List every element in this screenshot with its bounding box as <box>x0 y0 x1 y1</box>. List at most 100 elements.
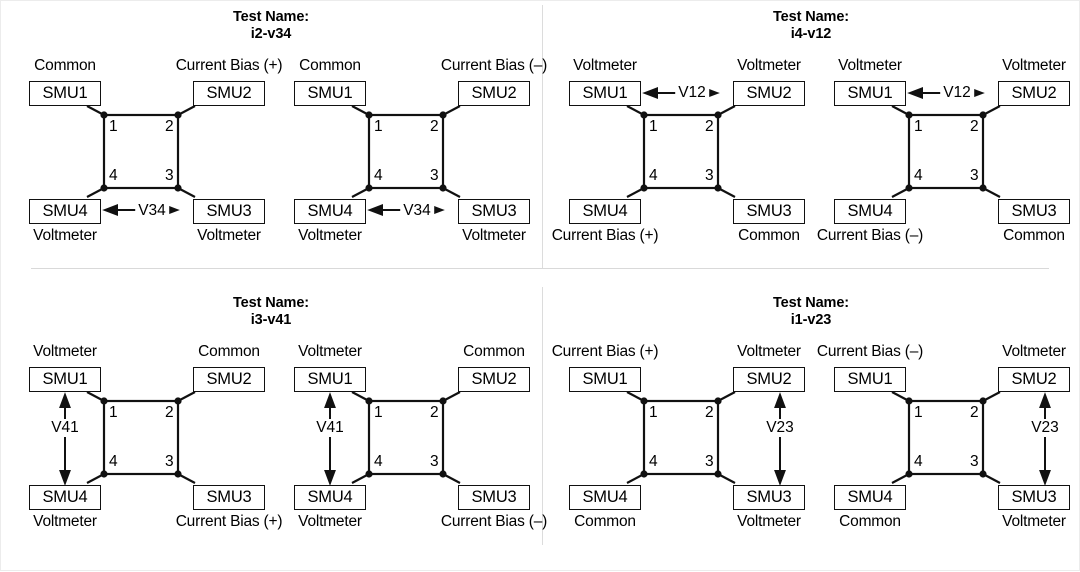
diagram-i4-v12-pos: Voltmeter Voltmeter Current Bias (+) Com… <box>552 47 817 257</box>
panel-title-prefix: Test Name: <box>232 9 310 25</box>
smu-box-3: SMU3 <box>733 485 805 510</box>
panel-title-testname: i1-v23 <box>790 312 832 328</box>
circuit-wires <box>891 87 1001 198</box>
panel-title-testname: i3-v41 <box>250 312 292 328</box>
smu-box-4: SMU4 <box>834 485 906 510</box>
circuit-wires <box>86 105 196 216</box>
smu-box-1: SMU1 <box>29 81 101 106</box>
node-number-4: 4 <box>109 453 118 470</box>
role-label-smu1: Common <box>34 57 96 74</box>
role-label-smu3: Common <box>1003 227 1065 244</box>
smu-box-2: SMU2 <box>458 81 530 106</box>
smu-box-2: SMU2 <box>193 367 265 392</box>
measurement-label: V41 <box>313 419 347 437</box>
node-number-1: 1 <box>649 118 658 135</box>
smu-box-4: SMU4 <box>29 485 101 510</box>
role-label-smu1: Current Bias (–) <box>816 343 924 360</box>
measurement-label: V23 <box>763 419 797 437</box>
node-number-3: 3 <box>705 167 714 184</box>
node-number-1: 1 <box>374 404 383 421</box>
role-label-smu4: Current Bias (+) <box>551 227 659 244</box>
node-number-3: 3 <box>430 167 439 184</box>
smu-box-2: SMU2 <box>998 81 1070 106</box>
smu-box-2: SMU2 <box>458 367 530 392</box>
smu-box-3: SMU3 <box>733 199 805 224</box>
circuit-wires <box>891 391 1051 486</box>
smu-box-1: SMU1 <box>569 81 641 106</box>
smu-box-4: SMU4 <box>29 199 101 224</box>
vertical-divider-top <box>542 5 543 268</box>
role-label-smu3: Voltmeter <box>462 227 526 244</box>
node-number-1: 1 <box>109 118 118 135</box>
role-label-smu2: Common <box>463 343 525 360</box>
measurement-label: V34 <box>400 202 434 220</box>
node-number-2: 2 <box>430 404 439 421</box>
role-label-smu3: Voltmeter <box>197 227 261 244</box>
panel-title-prefix: Test Name: <box>232 295 310 311</box>
panel-title: Test Name: i4-v12 <box>541 9 1080 43</box>
node-number-4: 4 <box>914 453 923 470</box>
role-label-smu1: Voltmeter <box>298 343 362 360</box>
smu-box-4: SMU4 <box>834 199 906 224</box>
node-number-4: 4 <box>649 167 658 184</box>
smu-box-3: SMU3 <box>458 199 530 224</box>
panel-title: Test Name: i3-v41 <box>1 295 541 329</box>
measurement-label: V12 <box>940 84 974 102</box>
node-number-3: 3 <box>970 167 979 184</box>
panel-i1-v23: Test Name: i1-v23 <box>541 287 1080 572</box>
role-label-smu3: Common <box>738 227 800 244</box>
node-number-3: 3 <box>165 167 174 184</box>
role-label-smu4: Voltmeter <box>33 227 97 244</box>
circuit-wires <box>626 391 786 486</box>
smu-box-1: SMU1 <box>834 81 906 106</box>
diagram-i2-v34-neg: Common Current Bias (–) Voltmeter Voltme… <box>292 47 547 257</box>
smu-box-1: SMU1 <box>834 367 906 392</box>
panel-i3-v41: Test Name: i3-v41 <box>1 287 547 572</box>
role-label-smu1: Voltmeter <box>33 343 97 360</box>
node-number-4: 4 <box>649 453 658 470</box>
panel-i4-v12: Test Name: i4-v12 <box>541 1 1080 286</box>
measurement-label: V34 <box>135 202 169 220</box>
node-number-2: 2 <box>430 118 439 135</box>
measurement-label: V12 <box>675 84 709 102</box>
panel-title: Test Name: i2-v34 <box>1 9 541 43</box>
diagram-i1-v23-neg: Current Bias (–) Voltmeter Common Voltme… <box>817 333 1080 543</box>
role-label-smu4: Voltmeter <box>33 513 97 530</box>
role-label-smu2: Voltmeter <box>737 57 801 74</box>
node-number-2: 2 <box>705 118 714 135</box>
smu-box-3: SMU3 <box>458 485 530 510</box>
role-label-smu4: Voltmeter <box>298 227 362 244</box>
smu-box-1: SMU1 <box>294 367 366 392</box>
panel-title-prefix: Test Name: <box>772 295 850 311</box>
role-label-smu3: Voltmeter <box>737 513 801 530</box>
smu-box-1: SMU1 <box>569 367 641 392</box>
diagram-i2-v34-pos: Common Current Bias (+) Voltmeter Voltme… <box>27 47 283 257</box>
diagram-i4-v12-neg: Voltmeter Voltmeter Current Bias (–) Com… <box>817 47 1080 257</box>
node-number-4: 4 <box>914 167 923 184</box>
panel-i2-v34: Test Name: i2-v34 <box>1 1 547 286</box>
measurement-label: V41 <box>48 419 82 437</box>
smu-box-3: SMU3 <box>193 485 265 510</box>
panel-title: Test Name: i1-v23 <box>541 295 1080 329</box>
smu-box-1: SMU1 <box>29 367 101 392</box>
smu-box-4: SMU4 <box>569 485 641 510</box>
diagram-i3-v41-neg: Voltmeter Common Voltmeter Current Bias … <box>292 333 547 543</box>
role-label-smu1: Voltmeter <box>573 57 637 74</box>
smu-box-2: SMU2 <box>998 367 1070 392</box>
panel-title-prefix: Test Name: <box>772 9 850 25</box>
horizontal-divider <box>31 268 1049 269</box>
role-label-smu3: Voltmeter <box>1002 513 1066 530</box>
diagram-i1-v23-pos: Current Bias (+) Voltmeter Common Voltme… <box>552 333 817 543</box>
role-label-smu2: Voltmeter <box>737 343 801 360</box>
panel-title-testname: i4-v12 <box>790 26 832 42</box>
role-label-smu1: Voltmeter <box>838 57 902 74</box>
smu-box-3: SMU3 <box>193 199 265 224</box>
role-label-smu2: Current Bias (+) <box>175 57 283 74</box>
node-number-3: 3 <box>165 453 174 470</box>
circuit-wires <box>351 105 461 216</box>
circuit-wires <box>626 87 736 198</box>
node-number-4: 4 <box>374 167 383 184</box>
smu-box-1: SMU1 <box>294 81 366 106</box>
role-label-smu4: Voltmeter <box>298 513 362 530</box>
